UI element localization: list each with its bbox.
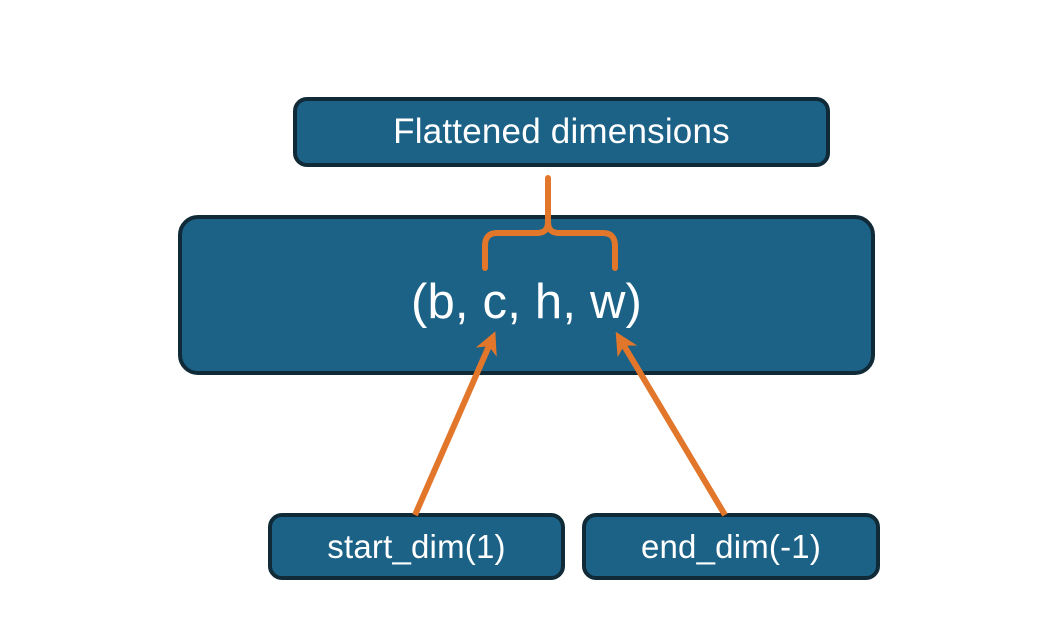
tensor-shape-label: (b, c, h, w) <box>410 275 643 329</box>
end-dim-box[interactable]: end_dim(-1) <box>582 513 880 580</box>
flattened-dimensions-label: Flattened dimensions <box>393 112 730 151</box>
end-dim-label: end_dim(-1) <box>640 527 822 565</box>
flattened-dimensions-box[interactable]: Flattened dimensions <box>293 97 830 167</box>
tensor-shape-box[interactable]: (b, c, h, w) <box>178 215 875 375</box>
start-dim-label: start_dim(1) <box>327 527 506 565</box>
start-dim-box[interactable]: start_dim(1) <box>268 513 565 580</box>
